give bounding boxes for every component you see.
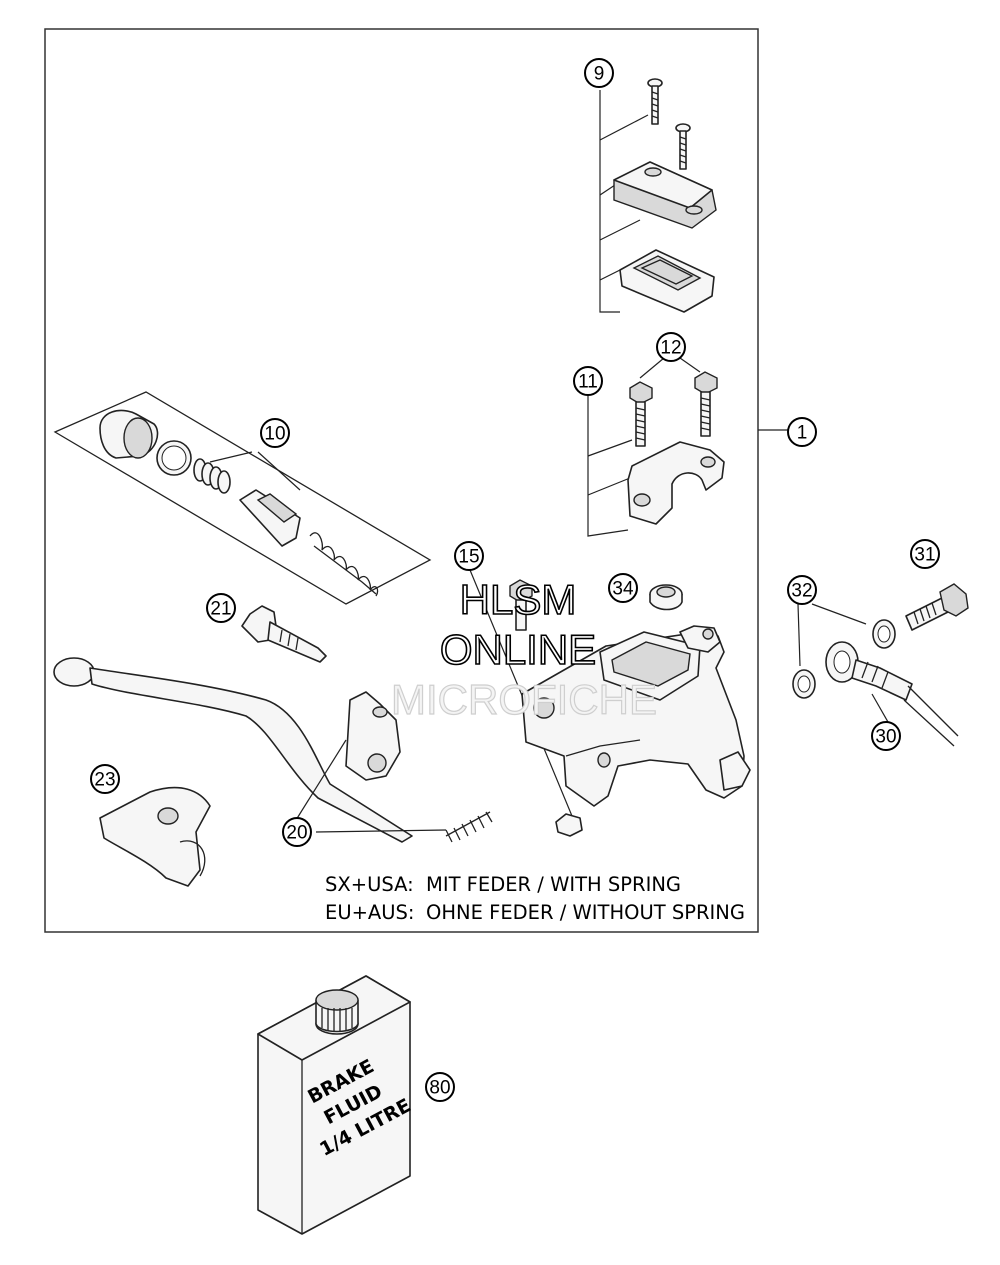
lever-adjuster bbox=[241, 605, 327, 663]
clamp-group bbox=[587, 357, 725, 537]
assembly-frame bbox=[44, 28, 759, 933]
banjo-washer bbox=[792, 669, 816, 699]
watermark-line1: HLSM bbox=[460, 576, 577, 623]
piston-kit bbox=[53, 391, 432, 605]
reservoir-cover bbox=[613, 161, 717, 229]
callout-80[interactable]: 80 bbox=[425, 1072, 455, 1102]
callout-21[interactable]: 21 bbox=[206, 593, 236, 623]
callout-9[interactable]: 9 bbox=[584, 58, 614, 88]
watermark-line3: MICROFICHE bbox=[391, 676, 657, 723]
handlebar-clamp bbox=[627, 441, 725, 525]
callout-31[interactable]: 31 bbox=[910, 539, 940, 569]
svg-text:34: 34 bbox=[612, 579, 634, 600]
svg-text:32: 32 bbox=[791, 581, 812, 602]
lever-spring bbox=[315, 811, 493, 843]
callout-10[interactable]: 10 bbox=[260, 418, 290, 448]
piston-seals bbox=[193, 458, 231, 494]
bottle-cap bbox=[315, 989, 359, 1035]
callout-30[interactable]: 30 bbox=[871, 721, 901, 751]
piston bbox=[239, 489, 301, 547]
pivot-bolt bbox=[469, 569, 583, 837]
note-line1-label: SX+USA: bbox=[325, 873, 414, 896]
circlip bbox=[156, 440, 192, 476]
callout-1[interactable]: 1 bbox=[787, 417, 817, 447]
svg-text:30: 30 bbox=[875, 727, 896, 748]
watermark: HLSM ONLINE MICROFICHE bbox=[390, 575, 657, 723]
callout-20[interactable]: 20 bbox=[282, 817, 312, 847]
brake-lever bbox=[53, 657, 413, 843]
svg-text:20: 20 bbox=[286, 823, 307, 844]
callout-12[interactable]: 12 bbox=[656, 332, 686, 362]
clamp-bolt bbox=[629, 381, 653, 447]
note-line2-text: OHNE FEDER / WITHOUT SPRING bbox=[426, 901, 745, 924]
svg-text:11: 11 bbox=[578, 372, 598, 393]
brake-fluid-bottle: BRAKE FLUID 1/4 LITRE bbox=[257, 975, 415, 1235]
cover-screw bbox=[647, 78, 663, 125]
reservoir-diaphragm bbox=[619, 249, 715, 313]
svg-text:12: 12 bbox=[660, 338, 681, 359]
note-line2-label: EU+AUS: bbox=[325, 901, 415, 924]
cover-screw bbox=[675, 123, 691, 170]
brake-hose bbox=[825, 641, 959, 747]
dust-boot bbox=[99, 409, 159, 459]
note-line1-text: MIT FEDER / WITH SPRING bbox=[426, 873, 681, 896]
reservoir-cover-group bbox=[599, 78, 717, 313]
svg-text:80: 80 bbox=[429, 1078, 450, 1099]
svg-text:31: 31 bbox=[914, 545, 935, 566]
callout-15[interactable]: 15 bbox=[454, 541, 484, 571]
spring-note: SX+USA: MIT FEDER / WITH SPRING EU+AUS: … bbox=[325, 873, 745, 924]
svg-text:1: 1 bbox=[797, 423, 808, 444]
svg-text:9: 9 bbox=[594, 64, 605, 85]
reservoir-plug bbox=[649, 584, 683, 611]
master-cylinder-body bbox=[521, 625, 751, 807]
return-spring bbox=[309, 532, 379, 597]
banjo-group bbox=[792, 583, 969, 747]
svg-text:21: 21 bbox=[210, 599, 231, 620]
clamp-bolt bbox=[694, 371, 718, 437]
callout-32[interactable]: 32 bbox=[787, 575, 817, 605]
svg-text:15: 15 bbox=[458, 547, 479, 568]
svg-text:10: 10 bbox=[264, 424, 285, 445]
callout-11[interactable]: 11 bbox=[573, 366, 603, 396]
lever-guard bbox=[99, 786, 211, 887]
callout-23[interactable]: 23 bbox=[90, 764, 120, 794]
banjo-washer bbox=[872, 619, 896, 649]
banjo-bolt bbox=[905, 583, 969, 631]
svg-text:23: 23 bbox=[94, 770, 115, 791]
watermark-line2: ONLINE bbox=[440, 626, 596, 673]
callout-34[interactable]: 34 bbox=[608, 573, 638, 603]
